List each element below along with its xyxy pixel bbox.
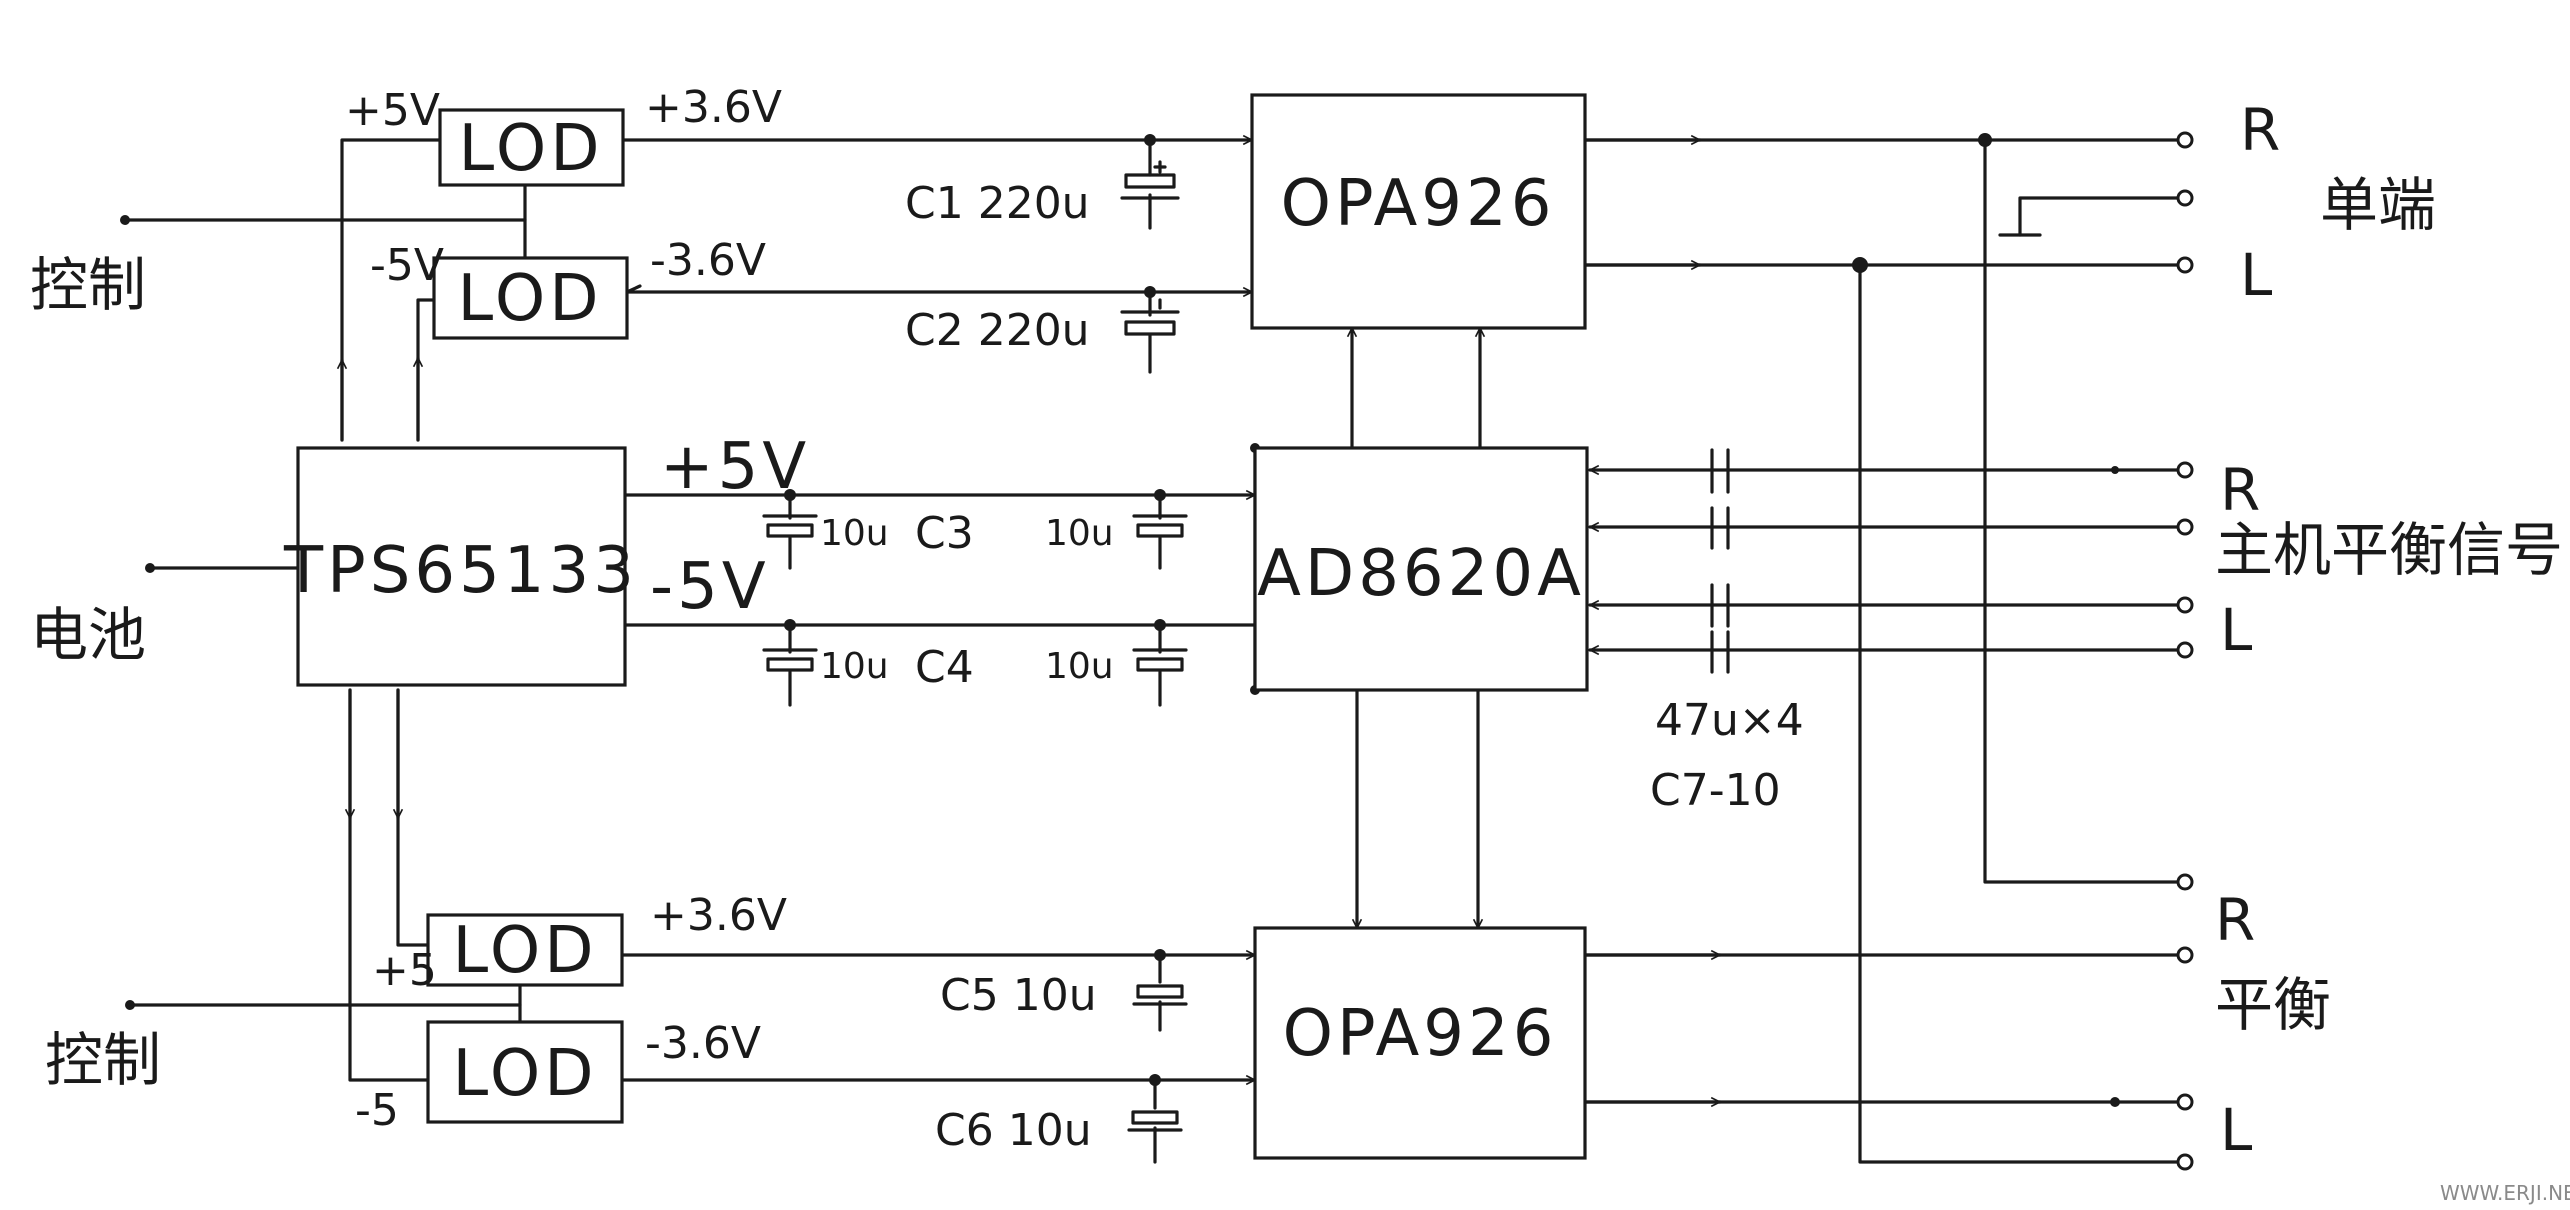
terminals <box>2176 131 2194 1171</box>
c5-label: C5 10u <box>940 970 1097 1021</box>
lod-bottom-positive-label: LOD <box>452 914 597 988</box>
bot-plus5-label: +5 <box>372 945 437 996</box>
bal-l-label: L <box>2220 1096 2252 1164</box>
capacitor-c4-right <box>1132 648 1188 672</box>
single-l-label: L <box>2240 241 2272 309</box>
tps-plus5-label: +5V <box>660 430 810 504</box>
top-plus5-label: +5V <box>345 85 440 136</box>
lod-top-negative-label: LOD <box>457 262 602 336</box>
lod-bottom-negative: LOD <box>426 1020 624 1124</box>
capacitor-c5 <box>1132 984 1188 1006</box>
battery-label: 电池 <box>30 601 146 669</box>
ad8620a-label: AD8620A <box>1257 537 1585 611</box>
capacitor-c6 <box>1127 1110 1183 1132</box>
c3-left-value: 10u <box>820 513 889 554</box>
single-r-label: R <box>2240 96 2280 164</box>
tps65133-block: TPS65133 <box>283 446 638 687</box>
capacitor-c1 <box>1120 160 1180 200</box>
c4-left-value: 10u <box>820 646 889 687</box>
lod-bottom-negative-label: LOD <box>452 1037 597 1111</box>
lod-top-positive: LOD <box>438 108 625 187</box>
host-balanced-signal-label: 主机平衡信号 <box>2215 516 2563 584</box>
control-top-label: 控制 <box>30 251 146 319</box>
capacitor-c2 <box>1120 298 1180 336</box>
junction-dots <box>120 133 2120 1107</box>
balanced-label: 平衡 <box>2215 971 2331 1039</box>
bot-minus5-label: -5 <box>355 1085 399 1136</box>
ad8620a-block: AD8620A <box>1253 446 1589 692</box>
top-plus36-label: +3.6V <box>645 82 782 133</box>
c3-name: C3 <box>915 508 974 559</box>
lod-top-negative: LOD <box>432 256 629 340</box>
lod-bottom-positive: LOD <box>426 913 624 988</box>
bal-r-label: R <box>2215 886 2255 954</box>
c6-label: C6 10u <box>935 1105 1092 1156</box>
bot-plus36-label: +3.6V <box>650 890 787 941</box>
capacitor-c3-left <box>762 514 818 538</box>
capacitor-symbols <box>762 160 1188 1132</box>
opa926-bottom-label: OPA926 <box>1283 997 1558 1071</box>
control-bottom-label: 控制 <box>45 1026 161 1094</box>
opa926-top: OPA926 <box>1250 93 1587 330</box>
c3-right-value: 10u <box>1045 513 1114 554</box>
c4-right-value: 10u <box>1045 646 1114 687</box>
lod-top-positive-label: LOD <box>458 112 603 186</box>
c7-10-name-label: C7-10 <box>1650 765 1781 816</box>
c7-10-value-label: 47u×4 <box>1655 695 1804 746</box>
c4-name: C4 <box>915 642 974 693</box>
c1-label: C1 220u <box>905 178 1090 229</box>
top-minus36-label: -3.6V <box>650 235 766 286</box>
host-l-label: L <box>2220 596 2252 664</box>
tps65133-label: TPS65133 <box>283 534 638 608</box>
capacitor-c3-right <box>1132 514 1188 538</box>
single-ended-label: 单端 <box>2320 171 2436 239</box>
tps-minus5-label: -5V <box>650 550 770 624</box>
capacitor-c4-left <box>762 648 818 672</box>
top-minus5-label: -5V <box>370 240 444 291</box>
c2-label: C2 220u <box>905 305 1090 356</box>
wires <box>123 140 2184 1164</box>
bot-minus36-label: -3.6V <box>645 1018 761 1069</box>
opa926-bottom: OPA926 <box>1253 926 1587 1160</box>
opa926-top-label: OPA926 <box>1281 167 1556 241</box>
host-r-label: R <box>2220 456 2260 524</box>
watermark: WWW.ERJI.NET <box>2440 1181 2570 1205</box>
